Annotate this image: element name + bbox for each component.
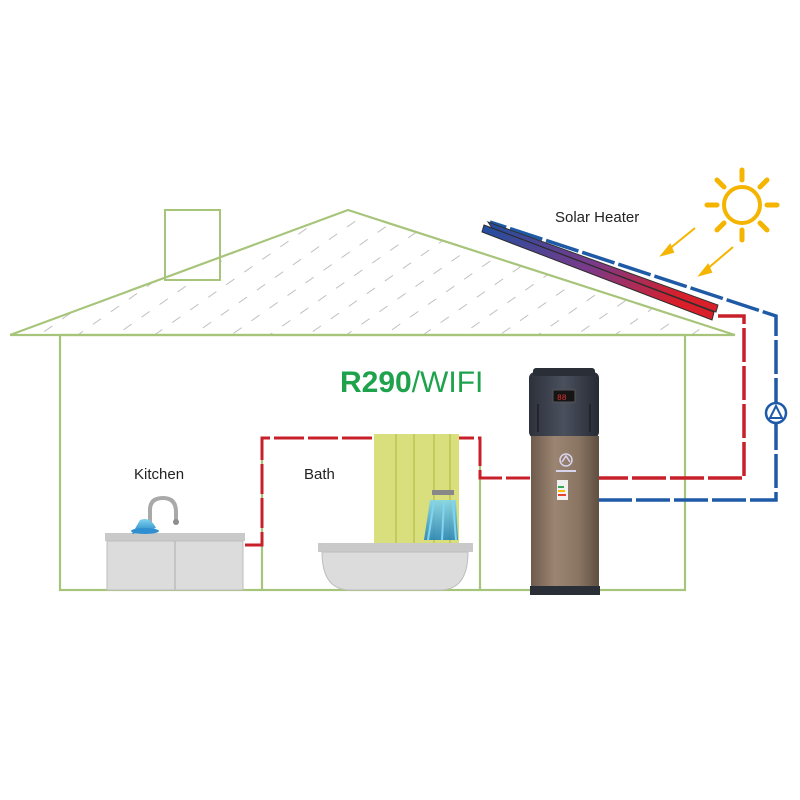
sun-icon <box>704 167 780 243</box>
kitchen-counter <box>105 533 245 591</box>
svg-text:88: 88 <box>557 394 567 403</box>
kitchen-label: Kitchen <box>134 466 184 483</box>
solar-collector-panel <box>486 221 719 313</box>
model-title-suffix: /WIFI <box>412 366 484 399</box>
control-display <box>552 389 576 403</box>
sunray-arrow-1 <box>659 227 696 257</box>
bath-label: Bath <box>304 466 335 483</box>
hot-pipe-distribution <box>245 436 530 547</box>
chimney <box>164 209 221 281</box>
roof-fill <box>10 210 730 335</box>
shower-head-icon <box>424 490 458 541</box>
faucet-icon <box>131 495 179 534</box>
hot-pipe-solar <box>598 314 746 480</box>
bathtub <box>318 543 473 591</box>
model-title: R290/WIFI <box>340 366 483 399</box>
model-title-main: R290 <box>340 366 412 399</box>
solar-heater-label: Solar Heater <box>555 209 639 226</box>
brand-logo-icon <box>559 453 573 467</box>
roof-outline <box>9 208 736 337</box>
circulation-pump-icon <box>764 401 788 425</box>
heat-pump-water-heater: 88 <box>529 368 600 595</box>
sunray-arrow-2 <box>697 246 734 277</box>
